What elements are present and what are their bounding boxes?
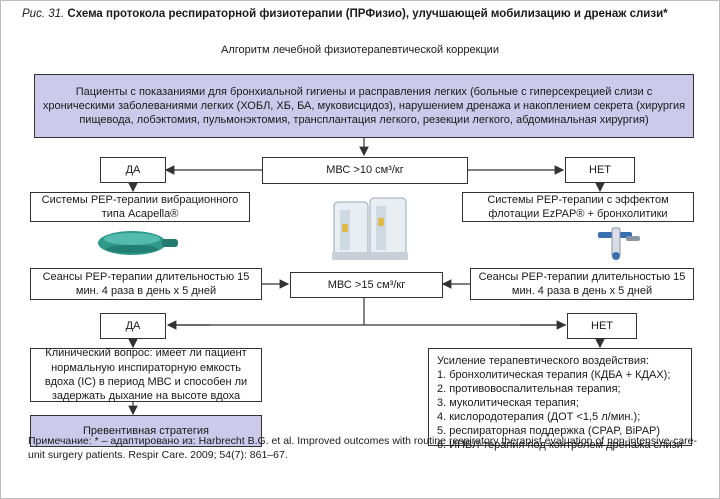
intensification-item: 5. респираторная поддержка (CPAP, BiPAP) [437, 425, 661, 438]
prevention-strategy-box: Превентивная стратегия [30, 415, 262, 447]
right-sessions-box: Сеансы PEP-терапии длительностью 15 мин.… [470, 268, 694, 300]
intensification-heading: Усиление терапевтического воздействия: [437, 355, 650, 367]
decision2-no-box: НЕТ [567, 313, 637, 339]
ezpap-system-box: Системы PEP-терапии с эффектом флотации … [462, 192, 694, 222]
acapella-system-box: Системы PEP-терапии вибрационного типа A… [30, 192, 250, 222]
intensification-item: 4. кислородотерапия (ДОТ <1,5 л/мин.); [437, 411, 641, 424]
acapella-device-image [98, 231, 178, 255]
intensification-item: 1. бронхолитическая терапия (КДБА + КДАХ… [437, 369, 671, 382]
decision1-yes-box: ДА [100, 157, 166, 183]
caption-title: Схема протокола респираторной физиотерап… [67, 8, 668, 20]
intensification-item: 6. ИПВЛ-терапия под контролем дренажа сл… [437, 439, 683, 452]
caption-prefix: Рис. 31. [22, 8, 65, 20]
decision1-mvs-box: МВС >10 см³/кг [262, 157, 468, 184]
ezpap-device-image [598, 227, 640, 260]
algorithm-subtitle: Алгоритм лечебной физиотерапевтической к… [221, 44, 499, 56]
intensification-item: 3. муколитическая терапия; [437, 397, 579, 410]
figure-caption: Рис. 31. Схема протокола респираторной ф… [22, 8, 712, 20]
clinical-question-box: Клинический вопрос: имеет ли пациент нор… [30, 347, 262, 402]
intensification-box: Усиление терапевтического воздействия: 1… [428, 348, 692, 451]
decision1-no-box: НЕТ [565, 157, 635, 183]
left-sessions-box: Сеансы PEP-терапии длительностью 15 мин.… [30, 268, 262, 300]
patients-indications-box: Пациенты с показаниями для бронхиальной … [34, 74, 694, 138]
decision2-mvs-box: МВС >15 см³/кг [290, 272, 443, 298]
footnote: Примечание: * – адаптировано из: Harbrec… [28, 435, 697, 462]
intensification-item: 2. противовоспалительная терапия; [437, 383, 621, 396]
incentive-spirometer-image [332, 197, 408, 260]
decision2-yes-box: ДА [100, 313, 166, 339]
